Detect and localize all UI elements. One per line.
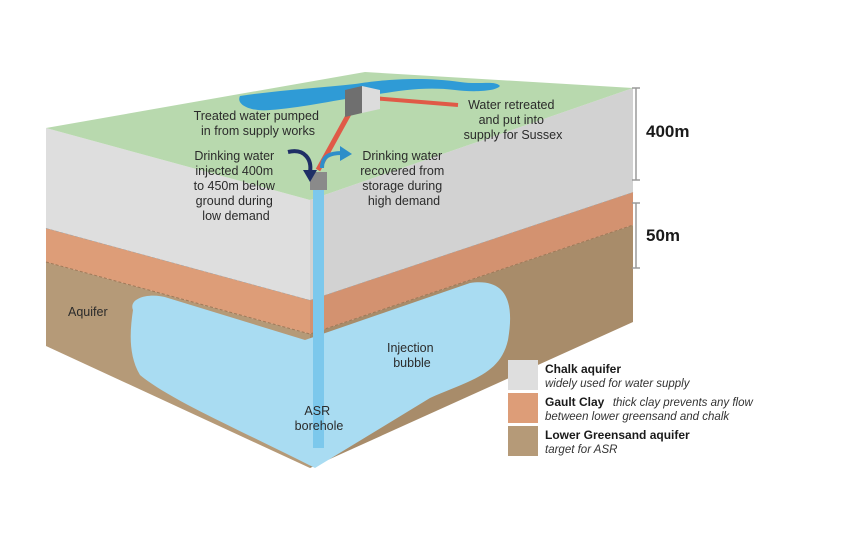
legend-swatch-chalk — [508, 360, 538, 390]
aquifer-label: Aquifer — [68, 305, 108, 319]
pump-station — [345, 86, 380, 117]
recovered-label: Drinking water recovered from storage du… — [360, 149, 448, 208]
injection-bubble-label: Injection bubble — [387, 341, 437, 370]
injection-arrow — [287, 149, 313, 173]
depth-50m-label: 50m — [646, 226, 680, 245]
dimension-50m — [632, 202, 640, 269]
asr-borehole-shaft — [313, 180, 324, 448]
legend-greensand-desc: target for ASR — [545, 444, 617, 456]
legend-swatch-greensand — [508, 426, 538, 456]
chalk-right-face — [310, 88, 633, 300]
legend-clay-desc: thick clay prevents any flow — [613, 397, 754, 409]
legend-clay-desc2: between lower greensand and chalk — [545, 411, 730, 423]
legend-clay-line: Gault Clay thick clay prevents any flow — [545, 393, 753, 410]
injection-arrowhead — [303, 170, 317, 182]
treated-water-label: Treated water pumped in from supply work… — [194, 109, 323, 138]
clay-bottom-edge — [45, 224, 634, 335]
recovery-arrow — [320, 151, 343, 169]
asr-borehole-label: ASR borehole — [295, 404, 344, 433]
legend: Chalk aquifer widely used for water supp… — [508, 360, 753, 456]
outflow-pipe — [371, 96, 459, 107]
legend-swatch-clay — [508, 393, 538, 423]
legend-clay-title: Gault Clay — [545, 395, 605, 409]
clay-left-face — [46, 228, 310, 334]
legend-chalk-title: Chalk aquifer — [545, 362, 621, 376]
recovery-arrowhead — [340, 146, 352, 161]
legend-chalk-desc: widely used for water supply — [545, 378, 691, 390]
chalk-left-face — [46, 128, 310, 300]
retreated-label: Water retreated and put into supply for … — [464, 98, 563, 142]
depth-400m-label: 400m — [646, 122, 689, 141]
clay-right-face — [310, 192, 633, 334]
legend-greensand-title: Lower Greensand aquifer — [545, 428, 690, 442]
injected-label: Drinking water injected 400m to 450m bel… — [194, 149, 279, 223]
dimension-400m — [632, 87, 640, 181]
borehole-head — [310, 172, 327, 190]
